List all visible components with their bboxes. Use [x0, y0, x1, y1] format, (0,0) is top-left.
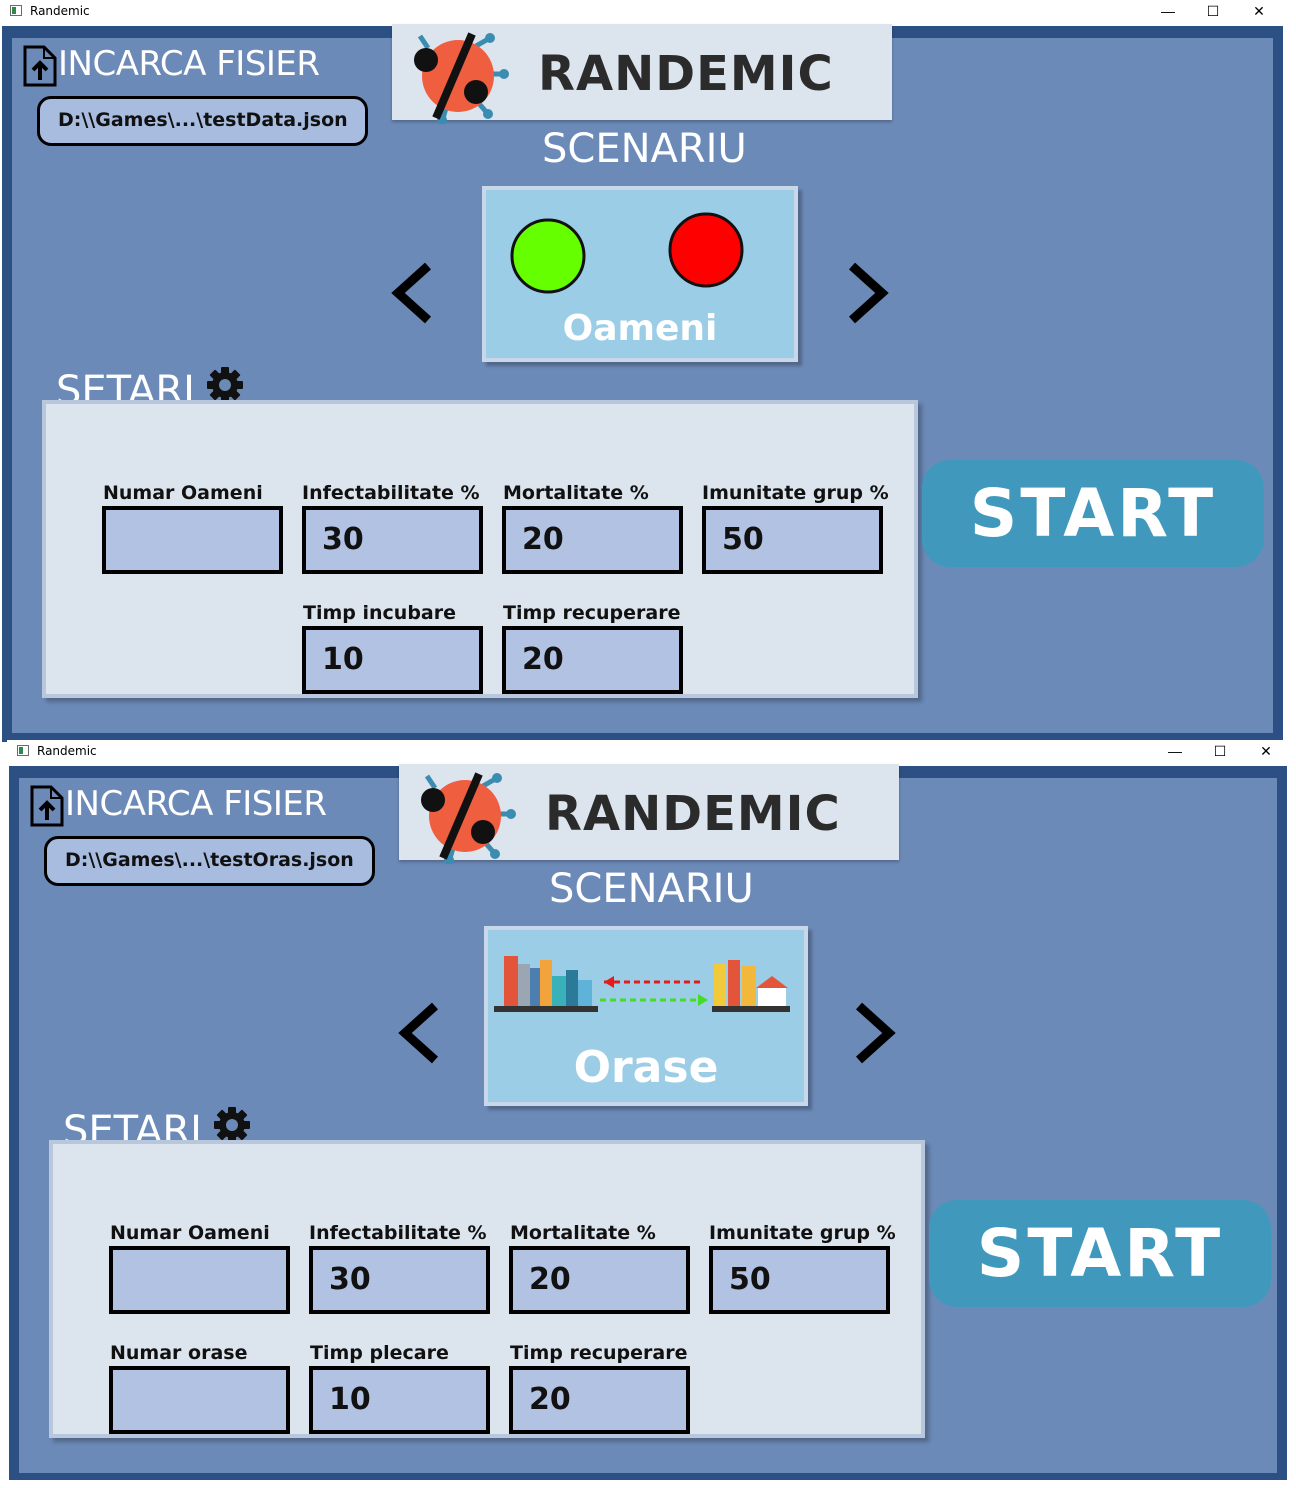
field-label: Timp recuperare: [503, 602, 681, 624]
file-upload-icon[interactable]: [22, 44, 58, 88]
close-button[interactable]: ✕: [1253, 2, 1265, 19]
field-label: Timp incubare: [303, 602, 456, 624]
mortalitate-input[interactable]: 20: [509, 1246, 690, 1314]
main-panel: INCARCA FISIER D:\\Games\...\testData.js…: [12, 24, 1273, 733]
maximize-button[interactable]: ☐: [1206, 2, 1220, 19]
window-title: Randemic: [37, 744, 97, 758]
title-bar: Randemic — ☐ ✕: [7, 740, 1296, 764]
close-button[interactable]: ✕: [1260, 742, 1272, 759]
gear-icon[interactable]: [206, 366, 244, 404]
virus-percent-icon: [421, 772, 516, 864]
chevron-left-icon[interactable]: [397, 1002, 441, 1064]
app-icon: [17, 745, 29, 756]
scenario-name: Oameni: [562, 308, 718, 349]
scenario-heading: SCENARIU: [549, 866, 754, 912]
imunitate-grup-input[interactable]: 50: [709, 1246, 890, 1314]
imunitate-grup-input[interactable]: 50: [702, 506, 883, 574]
cities-illustration: [494, 956, 790, 1012]
maximize-button[interactable]: ☐: [1213, 742, 1227, 759]
load-file-label[interactable]: INCARCA FISIER: [58, 44, 320, 84]
app-window-2: Randemic — ☐ ✕ INCARCA FISIER D:\\Games\…: [7, 740, 1296, 1488]
window-frame: INCARCA FISIER D:\\Games\...\testData.js…: [2, 24, 1283, 742]
start-button[interactable]: START: [929, 1200, 1271, 1307]
file-path-field[interactable]: D:\\Games\...\testOras.json: [44, 836, 375, 886]
logo-banner: RANDEMIC: [399, 764, 899, 864]
virus-percent-icon: [414, 32, 509, 124]
numar-oameni-input[interactable]: [102, 506, 283, 574]
timp-recuperare-input[interactable]: 20: [509, 1366, 690, 1434]
minimize-button[interactable]: —: [1168, 743, 1182, 759]
scenario-heading: SCENARIU: [542, 126, 747, 172]
scenario-card[interactable]: Orase: [484, 926, 808, 1106]
app-logo-text: RANDEMIC: [538, 46, 834, 102]
timp-incubare-input[interactable]: 10: [302, 626, 483, 694]
field-label: Timp plecare: [310, 1342, 449, 1364]
scenario-card[interactable]: Oameni: [482, 186, 798, 362]
window-frame: INCARCA FISIER D:\\Games\...\testOras.js…: [9, 764, 1287, 1480]
file-path-field[interactable]: D:\\Games\...\testData.json: [37, 96, 368, 146]
app-logo-text: RANDEMIC: [545, 786, 841, 842]
start-button[interactable]: START: [922, 460, 1264, 567]
field-label: Numar Oameni: [103, 482, 263, 504]
settings-panel: Numar Oameni Infectabilitate % 30 Mortal…: [42, 400, 918, 698]
mortalitate-input[interactable]: 20: [502, 506, 683, 574]
file-upload-icon[interactable]: [29, 784, 65, 828]
field-label: Infectabilitate %: [309, 1222, 487, 1244]
gear-icon[interactable]: [213, 1106, 251, 1144]
infectabilitate-input[interactable]: 30: [309, 1246, 490, 1314]
app-window-1: Randemic — ☐ ✕ INCARCA FISIER D:\\Games\…: [0, 0, 1290, 742]
scenario-name: Orase: [573, 1042, 719, 1093]
load-file-label[interactable]: INCARCA FISIER: [65, 784, 327, 824]
window-title: Randemic: [30, 4, 90, 18]
field-label: Imunitate grup %: [709, 1222, 896, 1244]
chevron-right-icon[interactable]: [853, 1002, 897, 1064]
numar-oameni-input[interactable]: [109, 1246, 290, 1314]
people-illustration: [510, 212, 744, 294]
main-panel: INCARCA FISIER D:\\Games\...\testOras.js…: [19, 764, 1277, 1473]
field-label: Timp recuperare: [510, 1342, 688, 1364]
field-label: Numar orase: [110, 1342, 248, 1364]
chevron-right-icon[interactable]: [846, 262, 890, 324]
chevron-left-icon[interactable]: [390, 262, 434, 324]
logo-banner: RANDEMIC: [392, 24, 892, 124]
title-bar: Randemic — ☐ ✕: [0, 0, 1290, 24]
timp-plecare-input[interactable]: 10: [309, 1366, 490, 1434]
app-icon: [10, 5, 22, 16]
numar-orase-input[interactable]: [109, 1366, 290, 1434]
infectabilitate-input[interactable]: 30: [302, 506, 483, 574]
field-label: Mortalitate %: [503, 482, 649, 504]
minimize-button[interactable]: —: [1161, 3, 1175, 19]
field-label: Numar Oameni: [110, 1222, 270, 1244]
settings-panel: Numar Oameni Infectabilitate % 30 Mortal…: [49, 1140, 925, 1438]
field-label: Imunitate grup %: [702, 482, 889, 504]
field-label: Infectabilitate %: [302, 482, 480, 504]
field-label: Mortalitate %: [510, 1222, 656, 1244]
timp-recuperare-input[interactable]: 20: [502, 626, 683, 694]
